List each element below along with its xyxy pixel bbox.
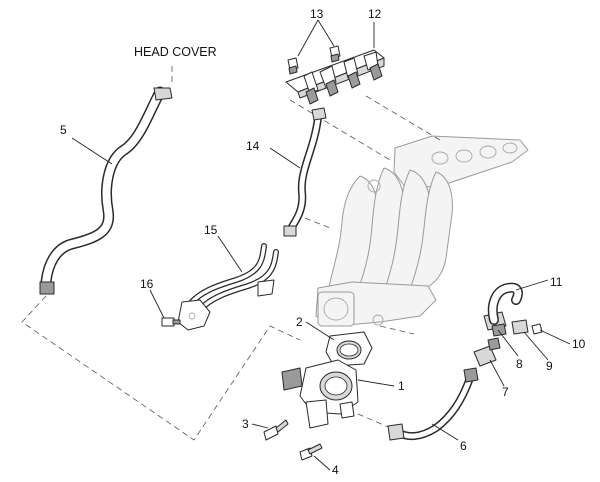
callout-4: 4 [332,463,339,477]
callout-1: 1 [398,379,405,393]
callout-11: 11 [550,275,563,289]
pipe-bracket [177,243,279,331]
gasket [325,331,373,367]
callout-7: 7 [502,385,509,399]
callout-2: 2 [296,315,303,329]
callout-3: 3 [242,417,249,431]
bracket-bolt [161,317,181,327]
leader-lines [71,19,571,471]
fuel-rail [285,49,385,105]
callout-8: 8 [516,357,523,371]
throttle-body [281,359,359,429]
callout-13: 13 [310,7,324,21]
callout-15: 15 [204,223,218,237]
pcv-hose [387,367,479,441]
hose-clip [511,319,529,335]
callout-numbers: 1 2 3 4 5 6 7 8 9 10 11 12 13 14 15 16 [60,7,586,477]
callout-5: 5 [60,123,67,137]
rail-bolts [287,45,341,75]
vacuum-hose [283,107,327,237]
callout-9: 9 [546,359,553,373]
callout-16: 16 [140,277,154,291]
throttle-bolts [263,419,323,461]
intake-manifold [315,135,529,327]
breather-hose [39,86,173,295]
small-nut [531,323,543,335]
pcv-valve [473,337,501,367]
callout-12: 12 [368,7,382,21]
callout-10: 10 [572,337,586,351]
callout-14: 14 [246,139,260,153]
elbow-hose [487,282,523,325]
head-cover-caption: HEAD COVER [134,45,217,59]
callout-6: 6 [460,439,467,453]
